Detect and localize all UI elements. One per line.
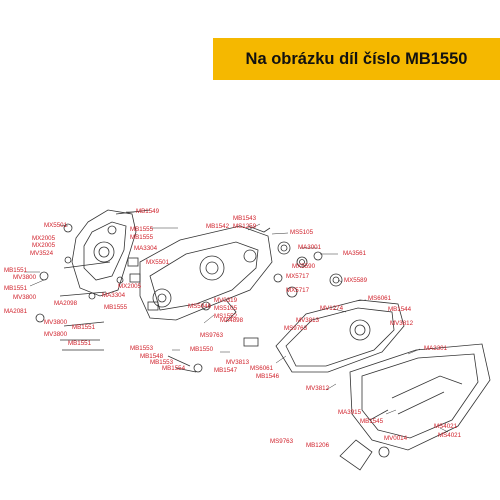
part-label: MV3800 [13, 274, 37, 281]
part-label: MX5501 [44, 222, 68, 229]
part-label: MX5717 [286, 287, 310, 294]
part-label: MB1549 [136, 208, 160, 215]
part-label: MA3301 [424, 345, 448, 352]
part-label: MB1542 [206, 223, 230, 230]
part-label: MA3304 [134, 245, 158, 252]
part-label: MS6061 [368, 295, 392, 302]
part-label: MB1545 [360, 418, 384, 425]
part-label: MS9763 [284, 325, 308, 332]
part-label: MV3800 [44, 331, 68, 338]
part-label: MS5105 [214, 305, 238, 312]
part-label: MX5717 [286, 273, 310, 280]
part-label: MB1551 [4, 267, 28, 274]
part-labels: MB1549MX5501MB1555MB1555MX2005MX2005MV35… [4, 208, 462, 449]
part-label: MV3800 [13, 294, 37, 301]
part-label: MB1553 [150, 359, 174, 366]
small-parts-drawing [35, 209, 343, 373]
part-label: MB1551 [72, 324, 96, 331]
part-label: MV0319 [214, 297, 238, 304]
part-label: MB1544 [388, 306, 412, 313]
leader-lines [24, 211, 449, 433]
part-label: MA2081 [4, 308, 28, 315]
part-label: MB1543 [233, 215, 257, 222]
part-label: MB1547 [214, 367, 238, 374]
part-label: MV3524 [30, 250, 54, 257]
part-label: MA3915 [338, 409, 362, 416]
part-label: MS4021 [434, 423, 458, 430]
part-label: MA3001 [298, 244, 322, 251]
part-label: MV3812 [306, 385, 330, 392]
part-label: MS6061 [250, 365, 274, 372]
part-label: MB1550 [190, 346, 214, 353]
part-label: MV3813 [296, 317, 320, 324]
part-label: MV1274 [320, 305, 344, 312]
part-number-banner: Na obrázku díl číslo MB1550 [213, 38, 500, 80]
air-duct-drawing [339, 409, 390, 471]
part-label: MV3812 [390, 320, 414, 327]
part-label: MX2005 [32, 242, 56, 249]
part-label: MA2098 [54, 300, 78, 307]
part-label: MB1555 [130, 226, 154, 233]
part-label: MX5590 [292, 263, 316, 270]
part-label: MB1206 [306, 442, 330, 449]
part-label: MX2005 [32, 235, 56, 242]
part-label: MB1553 [130, 345, 154, 352]
part-label: MA4898 [220, 317, 244, 324]
part-label: MB1548 [140, 353, 164, 360]
belt-cover-drawing [275, 299, 405, 373]
part-label: MV3800 [44, 319, 68, 326]
part-label: MA3304 [102, 292, 126, 299]
part-label: MS4021 [438, 432, 462, 439]
part-label: MX5589 [344, 277, 368, 284]
banner-title: Na obrázku díl číslo MB1550 [245, 50, 468, 68]
crankcase-right-drawing [139, 225, 273, 321]
part-label: MB1554 [162, 365, 186, 372]
part-label: MS9763 [270, 438, 294, 445]
part-label: MA3561 [343, 250, 367, 257]
part-label: MB1551 [4, 285, 28, 292]
part-label: MB1546 [256, 373, 280, 380]
part-label: MV0014 [384, 435, 408, 442]
part-label: MS5105 [290, 229, 314, 236]
part-label: MS5046 [188, 303, 212, 310]
part-label: MX5501 [146, 259, 170, 266]
part-label: MS9763 [200, 332, 224, 339]
part-label: MS1259 [233, 223, 257, 230]
part-label: MX2005 [118, 283, 142, 290]
part-label: MV3813 [226, 359, 250, 366]
part-label: MB1555 [104, 304, 128, 311]
part-label: MS1552 [214, 313, 238, 320]
outer-cover-drawing [349, 343, 491, 451]
part-label: MB1551 [68, 340, 92, 347]
part-label: MB1555 [130, 234, 154, 241]
